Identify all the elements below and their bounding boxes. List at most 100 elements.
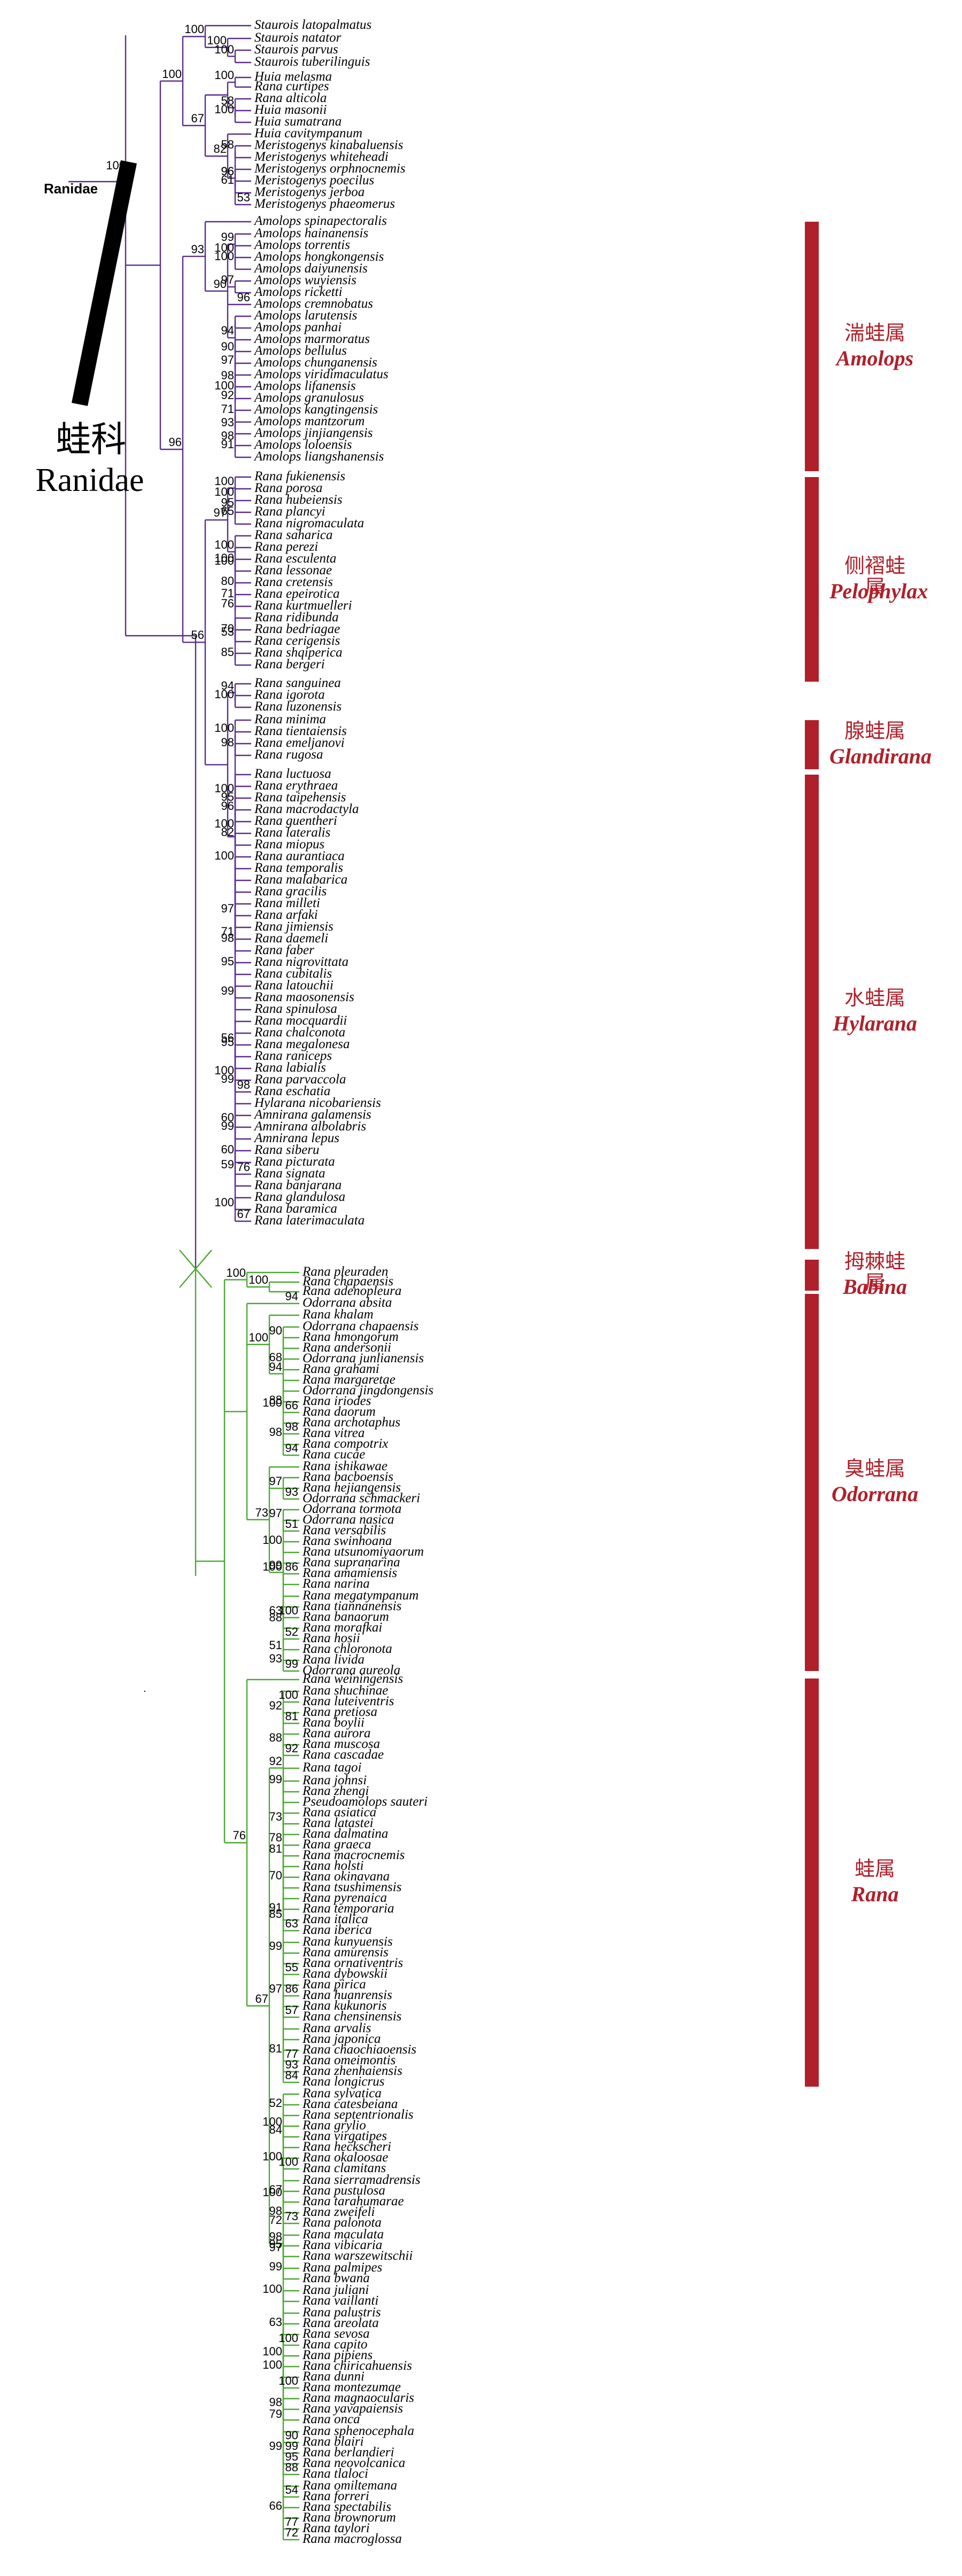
support-value: 93	[221, 415, 234, 429]
taxon-label: Staurois parvus	[254, 42, 338, 57]
support-value: 90	[269, 1323, 282, 1337]
taxon-label: Rana luzonensis	[254, 699, 342, 714]
taxon-label: Rana boylii	[302, 1715, 364, 1730]
taxon-label: Rana tarahumarae	[302, 2194, 404, 2208]
support-value: 96	[221, 164, 234, 178]
taxon-label: Rana banaorum	[302, 1610, 389, 1624]
support-value: 66	[285, 1398, 298, 1412]
support-value: 53	[237, 190, 250, 204]
taxon-label: Rana kurtmuelleri	[254, 598, 352, 613]
support-value: 98	[237, 1078, 250, 1091]
taxon-label: Rana chaochiaoensis	[302, 2042, 417, 2057]
taxon-label: Amnirana lepus	[254, 1131, 340, 1145]
taxon-label: Rana amurensis	[302, 1945, 389, 1960]
taxon-label: Rana faber	[254, 943, 314, 957]
support-value: 84	[285, 2068, 298, 2082]
taxon-label: Amolops wuyiensis	[254, 273, 356, 287]
genus-bar	[805, 1260, 819, 1291]
support-value: 93	[285, 2057, 298, 2071]
taxon-label: Amolops larutensis	[254, 308, 358, 323]
taxon-label: Rana vibicaria	[302, 2238, 383, 2252]
support-value: 88	[269, 1393, 282, 1407]
support-value: 93	[285, 1485, 298, 1498]
support-value: 97	[221, 272, 234, 286]
support-value: 100	[278, 1603, 298, 1617]
taxon-label: Rana temporalis	[254, 861, 343, 875]
taxon-label: Rana shuchinae	[302, 1683, 389, 1698]
support-value: 93	[269, 1651, 282, 1665]
genus-bar	[805, 720, 819, 769]
taxon-label: Rana macrodactyla	[254, 802, 359, 816]
taxon-label: Pseudoamolops sauteri	[302, 1794, 428, 1809]
taxon-label: Rana megatympanum	[302, 1588, 419, 1603]
genus-name-latin: Amolops	[836, 346, 914, 370]
support-value: 90	[213, 277, 227, 291]
taxon-label: Rana iriodes	[302, 1394, 371, 1408]
root-support: 100	[106, 158, 126, 172]
support-value: 99	[221, 230, 234, 244]
taxon-label: Meristogenys jerboa	[254, 185, 365, 199]
taxon-label: Odorrana absita	[302, 1295, 392, 1310]
taxon-label: Rana berlandieri	[302, 2445, 394, 2460]
taxon-label: Rana saharica	[254, 528, 333, 542]
taxon-label: Rana margaretae	[302, 1372, 395, 1387]
support-value: 63	[269, 2315, 282, 2329]
support-value: 98	[269, 2395, 282, 2409]
support-value: 92	[269, 1698, 282, 1712]
support-value: 100	[262, 2358, 282, 2371]
support-value: 100	[207, 33, 227, 47]
taxon-label: Amolops daiyunensis	[254, 261, 368, 276]
taxon-label: Rana compotrix	[302, 1437, 389, 1451]
taxon-label: Meristogenys kinabaluensis	[254, 138, 404, 152]
taxon-label: Rana baramica	[254, 1201, 337, 1216]
support-value: 100	[162, 67, 182, 81]
support-value: 100	[214, 42, 234, 56]
support-value: 100	[214, 249, 234, 263]
genus-bar	[805, 477, 819, 682]
support-value: 71	[221, 586, 234, 600]
taxon-label: Amolops marmoratus	[254, 332, 370, 346]
support-value: 76	[221, 597, 234, 611]
support-value: 51	[285, 1517, 298, 1531]
taxon-label: Rana luteiventris	[302, 1694, 394, 1708]
taxon-label: Rana eschatia	[254, 1084, 331, 1098]
support-value: 68	[269, 1350, 282, 1364]
support-value: 100	[262, 2149, 282, 2163]
taxon-label: Amolops panhai	[254, 320, 342, 334]
taxon-label: Rana magnaocularis	[302, 2391, 415, 2405]
support-value: 80	[221, 574, 234, 588]
genus-name-chinese: 侧褶蛙属	[844, 553, 905, 599]
support-value: 100	[262, 2282, 282, 2296]
support-value: 73	[285, 2209, 298, 2223]
support-value: 57	[285, 2003, 298, 2017]
taxon-label: Rana erythraea	[254, 778, 338, 793]
taxon-label: Rana cretensis	[254, 575, 333, 589]
support-value: 85	[269, 1907, 282, 1921]
support-value: 99	[285, 1657, 298, 1671]
support-value: 100	[214, 537, 234, 551]
support-value: 100	[214, 485, 234, 499]
support-value: 100	[262, 2114, 282, 2128]
taxon-label: Rana versabilis	[302, 1523, 386, 1537]
taxon-label: Rana japonica	[302, 2032, 381, 2046]
taxon-label: Rana nigrovittata	[254, 955, 349, 969]
support-value: 100	[214, 781, 234, 795]
taxon-label: Rana temporaria	[302, 1901, 394, 1916]
support-value: 72	[285, 2525, 298, 2539]
taxon-label: Rana iberica	[302, 1923, 372, 1937]
taxon-label: Rana hosii	[302, 1631, 360, 1645]
taxon-label: Rana plancyi	[254, 504, 325, 519]
taxon-label: Rana taipehensis	[254, 790, 346, 805]
root-label: Ranidae	[44, 181, 98, 197]
support-value: 98	[269, 1425, 282, 1439]
support-value: 97	[221, 353, 234, 367]
taxon-label: Rana bacboensis	[302, 1470, 394, 1484]
taxon-label: Rana ridibunda	[254, 610, 339, 625]
support-value: 63	[269, 1603, 282, 1617]
taxon-label: Rana grahami	[302, 1362, 379, 1376]
support-value: 100	[262, 1559, 282, 1573]
taxon-label: Rana lessonae	[254, 563, 332, 577]
taxon-label: Rana adenopleura	[302, 1284, 402, 1298]
support-value: 99	[285, 2439, 298, 2453]
taxon-label: Rana johnsi	[302, 1773, 367, 1787]
